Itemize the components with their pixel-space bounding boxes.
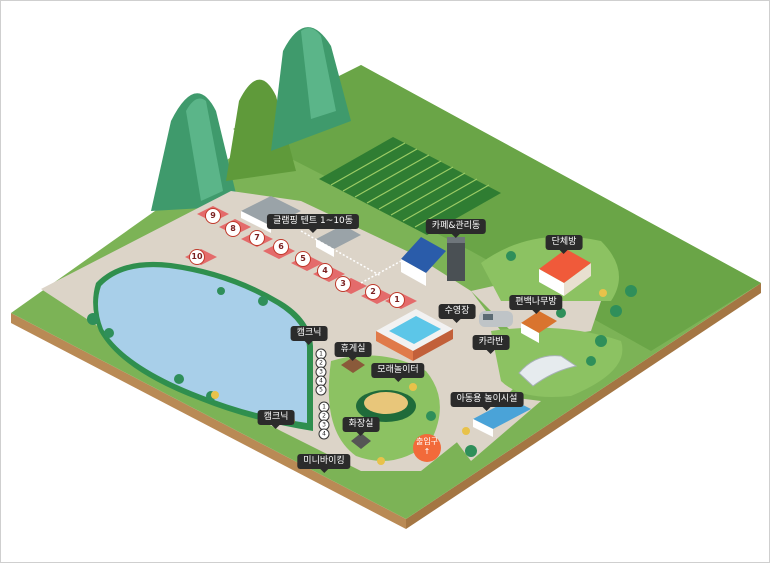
tent-number[interactable]: 5 <box>295 251 311 267</box>
ground-edge-left <box>11 313 406 529</box>
label-restroom[interactable]: 화장실 <box>342 417 380 436</box>
label-kids-facility[interactable]: 아동용 놀이시설 <box>450 392 524 411</box>
entrance-marker[interactable]: 출입구 ↑ <box>413 434 441 462</box>
mountains <box>151 27 351 211</box>
lake <box>93 261 313 431</box>
tent-number[interactable]: 6 <box>273 239 289 255</box>
tent-number[interactable]: 1 <box>389 292 405 308</box>
label-group-room[interactable]: 단체방 <box>545 235 583 254</box>
entrance-arrow: ↑ <box>423 447 431 456</box>
label-mini-viking[interactable]: 미니바이킹 <box>297 454 351 473</box>
trees <box>87 251 637 457</box>
entrance-label: 출입구 <box>415 437 439 446</box>
restroom-building <box>351 433 371 449</box>
tent-number[interactable]: 9 <box>205 208 221 224</box>
greenhouse <box>518 355 578 387</box>
label-cafe[interactable]: 카페&관리동 <box>425 219 487 238</box>
tent-number[interactable]: 8 <box>225 221 241 237</box>
label-pine-room[interactable]: 편백나무방 <box>509 295 563 314</box>
tent-number[interactable]: 7 <box>249 230 265 246</box>
rest-area-building <box>341 357 365 373</box>
picnic-site-number[interactable]: 5 <box>315 384 327 396</box>
tent-number[interactable]: 2 <box>365 284 381 300</box>
back-field <box>233 65 761 351</box>
label-sand-play[interactable]: 모래놀이터 <box>371 363 425 382</box>
label-caravan[interactable]: 카라반 <box>472 335 510 354</box>
picnic-site-number[interactable]: 4 <box>318 428 330 440</box>
tent-number[interactable]: 3 <box>335 276 351 292</box>
label-glamping[interactable]: 글램핑 텐트 1~10동 <box>266 214 360 233</box>
crop-field <box>319 137 501 235</box>
tent-number[interactable]: 4 <box>317 263 333 279</box>
cafe-building <box>401 237 465 286</box>
caravan-vehicle <box>479 311 513 327</box>
glamping-buildings <box>241 196 361 257</box>
pool-building <box>376 309 453 361</box>
tent-number[interactable]: 10 <box>189 249 205 265</box>
label-pool[interactable]: 수영장 <box>438 304 476 323</box>
label-camp-picnic-1[interactable]: 캠크닉 <box>290 326 328 345</box>
sand-area <box>364 392 408 414</box>
group-room-building <box>539 249 591 296</box>
pine-room-building <box>521 311 557 343</box>
ground-edge-right <box>406 283 761 529</box>
label-camp-picnic-2[interactable]: 캠크닉 <box>257 410 295 429</box>
label-rest-area[interactable]: 휴게실 <box>334 342 372 361</box>
fence-line <box>300 230 402 284</box>
